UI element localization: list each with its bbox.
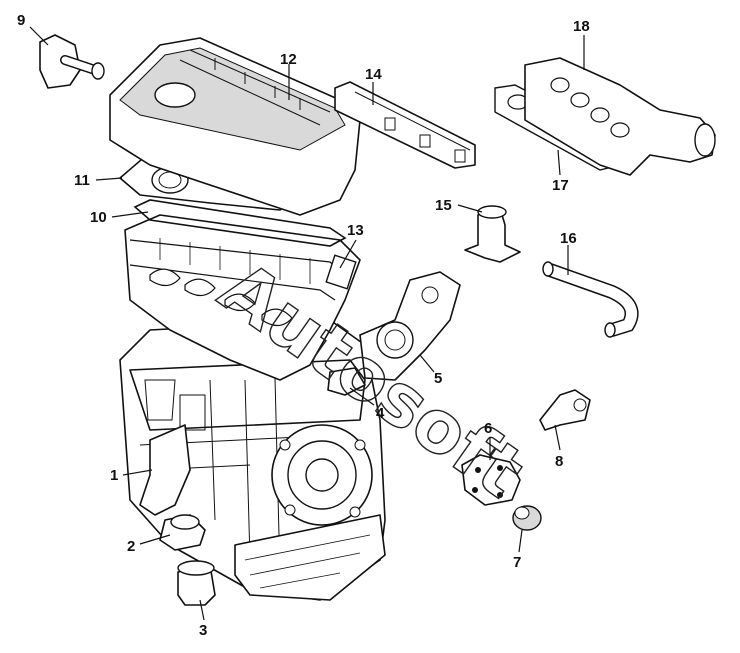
callout-9: 9 bbox=[17, 12, 25, 29]
callout-16: 16 bbox=[560, 230, 577, 247]
callout-11: 11 bbox=[74, 172, 90, 189]
part-9-water-outlet bbox=[39, 34, 105, 89]
part-7-mount bbox=[512, 505, 542, 531]
callout-17: 17 bbox=[552, 177, 569, 194]
part-15-valve bbox=[464, 205, 521, 263]
engine-cover bbox=[109, 37, 361, 216]
part-18-exhaust-manifold bbox=[524, 57, 716, 176]
callout-1: 1 bbox=[110, 467, 118, 484]
part-2-mount bbox=[159, 514, 206, 551]
part-4-sensor bbox=[327, 367, 366, 396]
callout-4: 4 bbox=[376, 405, 385, 422]
callout-10: 10 bbox=[90, 209, 107, 226]
callout-6: 6 bbox=[484, 420, 492, 437]
callout-12: 12 bbox=[280, 51, 297, 68]
part-16-hose bbox=[542, 261, 639, 338]
part-6-bracket bbox=[461, 454, 521, 506]
callout-5: 5 bbox=[434, 370, 442, 387]
part-5-thermostat-housing bbox=[359, 271, 461, 381]
callout-3: 3 bbox=[199, 622, 207, 639]
part-3-cylinder bbox=[177, 560, 216, 606]
callout-7: 7 bbox=[513, 554, 521, 571]
callout-18: 18 bbox=[573, 18, 590, 35]
head-gasket bbox=[133, 199, 347, 247]
part-8-bracket bbox=[539, 389, 591, 431]
callouts: 1 2 3 4 5 6 7 8 9 10 11 12 13 14 15 16 1… bbox=[17, 12, 590, 639]
callout-8: 8 bbox=[555, 453, 563, 470]
part-14-rail bbox=[334, 81, 476, 169]
leader-lines bbox=[29, 26, 585, 621]
cylinder-head bbox=[124, 214, 361, 381]
callout-14: 14 bbox=[365, 66, 382, 83]
callout-15: 15 bbox=[435, 197, 452, 214]
callout-2: 2 bbox=[127, 538, 135, 555]
callout-13: 13 bbox=[347, 222, 364, 239]
